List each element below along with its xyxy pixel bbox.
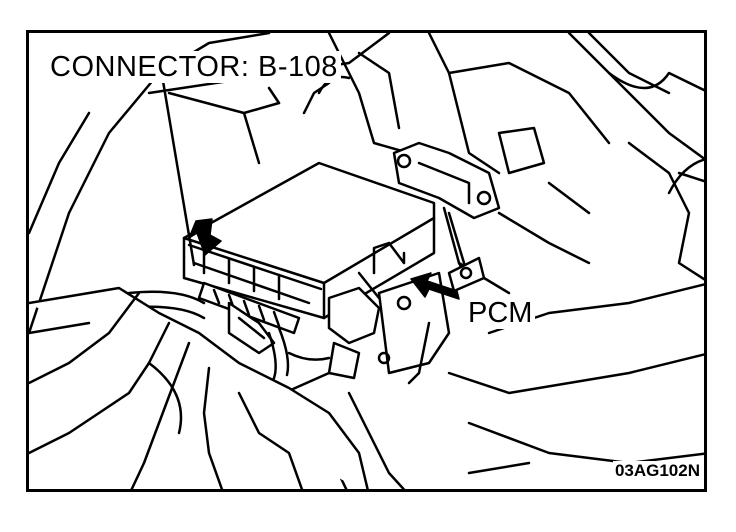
body-panels (29, 33, 704, 489)
pcm-unit (182, 161, 436, 320)
connector-b108 (197, 281, 381, 380)
arrow-icon (188, 218, 222, 256)
figure-code: 03AG102N (612, 461, 702, 481)
foreground-panels (29, 286, 369, 489)
illustration-frame: CONNECTOR: B-108 PCM 03AG102N (26, 30, 707, 492)
mounting-bracket (357, 141, 501, 385)
connector-label: CONNECTOR: B-108 (47, 51, 341, 83)
pcm-label: PCM (465, 297, 536, 329)
arrow-icon (410, 272, 460, 300)
callout-graphics (161, 79, 460, 300)
engine-bay-drawing (29, 33, 704, 489)
